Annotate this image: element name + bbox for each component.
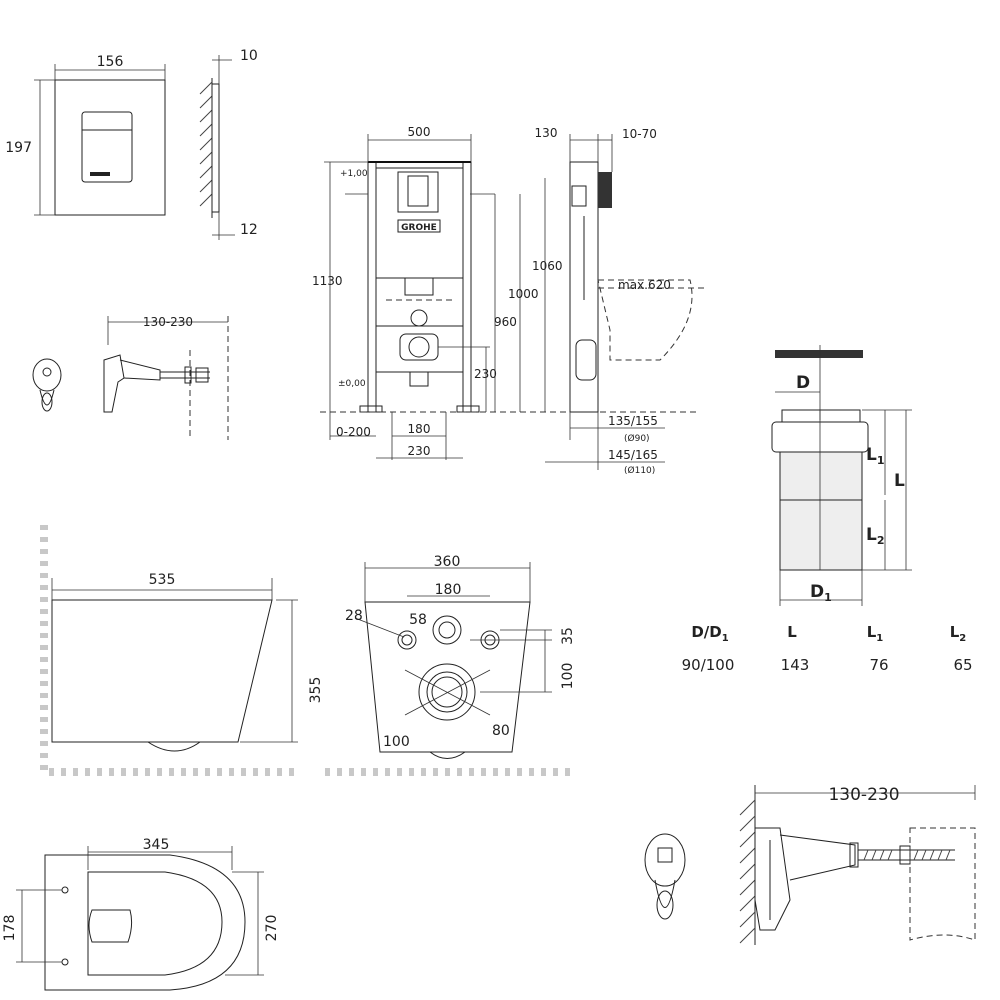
- frame-level-top-label: +1,00: [340, 169, 368, 179]
- bowl-top-bolt-spacing-dim: 178: [2, 915, 18, 942]
- frame-width-dim: 500: [408, 125, 431, 139]
- frame-height-1000-dim: 1000: [508, 287, 539, 301]
- frame-level-zero-label: ±0,00: [338, 379, 366, 389]
- plate-height-dim: 197: [5, 140, 32, 156]
- frame-drain-1-dim: 135/155: [608, 414, 658, 428]
- table-cell-l: 143: [781, 656, 810, 674]
- small-wall-bracket: 130-230: [32, 315, 229, 440]
- table-cell-d: 90/100: [682, 656, 735, 674]
- table-cell-l2: 65: [953, 656, 972, 674]
- plate-depth-bottom-dim: 12: [240, 222, 258, 238]
- table-header-l2: L2: [950, 623, 967, 644]
- frame-brand-label: GROHE: [401, 223, 437, 233]
- frame-drain-1-note: (Ø90): [624, 433, 650, 444]
- frame-adjust-dim: 10-70: [622, 127, 657, 141]
- bowl-back-outlet-outer-dim: 100: [383, 734, 410, 750]
- bowl-top-length-dim: 345: [143, 837, 170, 853]
- connector-label-L2: L2: [866, 525, 885, 547]
- table-header-l1: L1: [867, 623, 884, 644]
- bowl-top-width-dim: 270: [264, 915, 280, 942]
- table-header-d: D/D1: [691, 623, 728, 644]
- frame-drain-2-dim: 145/165: [608, 448, 658, 462]
- flush-plate-side-view: 10 12: [199, 48, 258, 240]
- frame-height-960-dim: 960: [494, 315, 517, 329]
- flush-plate-front-view: 156 197: [5, 54, 166, 216]
- connector-label-D: D: [796, 373, 810, 393]
- frame-spacing-180-dim: 180: [408, 422, 431, 436]
- plate-width-dim: 156: [97, 54, 124, 70]
- installation-frame-front-view: GROHE 500 1130 +1,00 ±0,00 1060 1000 960: [312, 125, 700, 460]
- bowl-back-bolt-spacing-dim: 180: [435, 582, 462, 598]
- bowl-back-outlet-inner-dim: 80: [492, 723, 510, 739]
- frame-depth-dim: 130: [535, 126, 558, 140]
- frame-height-1060-dim: 1060: [532, 259, 563, 273]
- plate-depth-top-dim: 10: [240, 48, 258, 64]
- bowl-back-view: 360 180 28 58 80 100 35 100: [325, 554, 576, 776]
- large-bracket-range-dim: 130-230: [828, 785, 899, 805]
- connector-dimension-table: D/D1 L L1 L2 90/100 143 76 65: [682, 623, 973, 674]
- bowl-back-bolt-diameter-dim: 28: [345, 608, 363, 624]
- frame-height-total-dim: 1130: [312, 274, 343, 288]
- bowl-back-offset-35-dim: 35: [560, 627, 576, 645]
- frame-max-bowl-dim: max.620: [618, 278, 671, 292]
- bowl-side-view: 535 355: [40, 525, 324, 776]
- table-header-l: L: [787, 623, 797, 641]
- connector-pipe-view: D D1 L1 L2 L: [771, 345, 912, 606]
- connector-label-L1: L1: [866, 445, 885, 467]
- table-cell-l1: 76: [869, 656, 888, 674]
- bowl-back-inlet-diameter-dim: 58: [409, 612, 427, 628]
- small-bracket-range-dim: 130-230: [143, 315, 193, 329]
- frame-floor-adjust-dim: 0-200: [336, 425, 371, 439]
- connector-label-L: L: [894, 471, 905, 491]
- frame-drain-2-note: (Ø110): [624, 465, 655, 476]
- installation-frame-side-view: max.620 130 10-70 135/155 (Ø90) 145/165 …: [535, 126, 705, 476]
- bowl-back-offset-100-dim: 100: [560, 663, 576, 690]
- large-wall-bracket: 130-230: [644, 785, 976, 945]
- frame-spacing-230-dim: 230: [408, 444, 431, 458]
- frame-height-230-dim: 230: [474, 367, 497, 381]
- bowl-length-dim: 535: [149, 572, 176, 588]
- bowl-top-view: 345 270 178: [2, 837, 280, 991]
- connector-label-D1: D1: [810, 582, 832, 604]
- bowl-back-width-dim: 360: [434, 554, 461, 570]
- bowl-height-dim: 355: [308, 677, 324, 704]
